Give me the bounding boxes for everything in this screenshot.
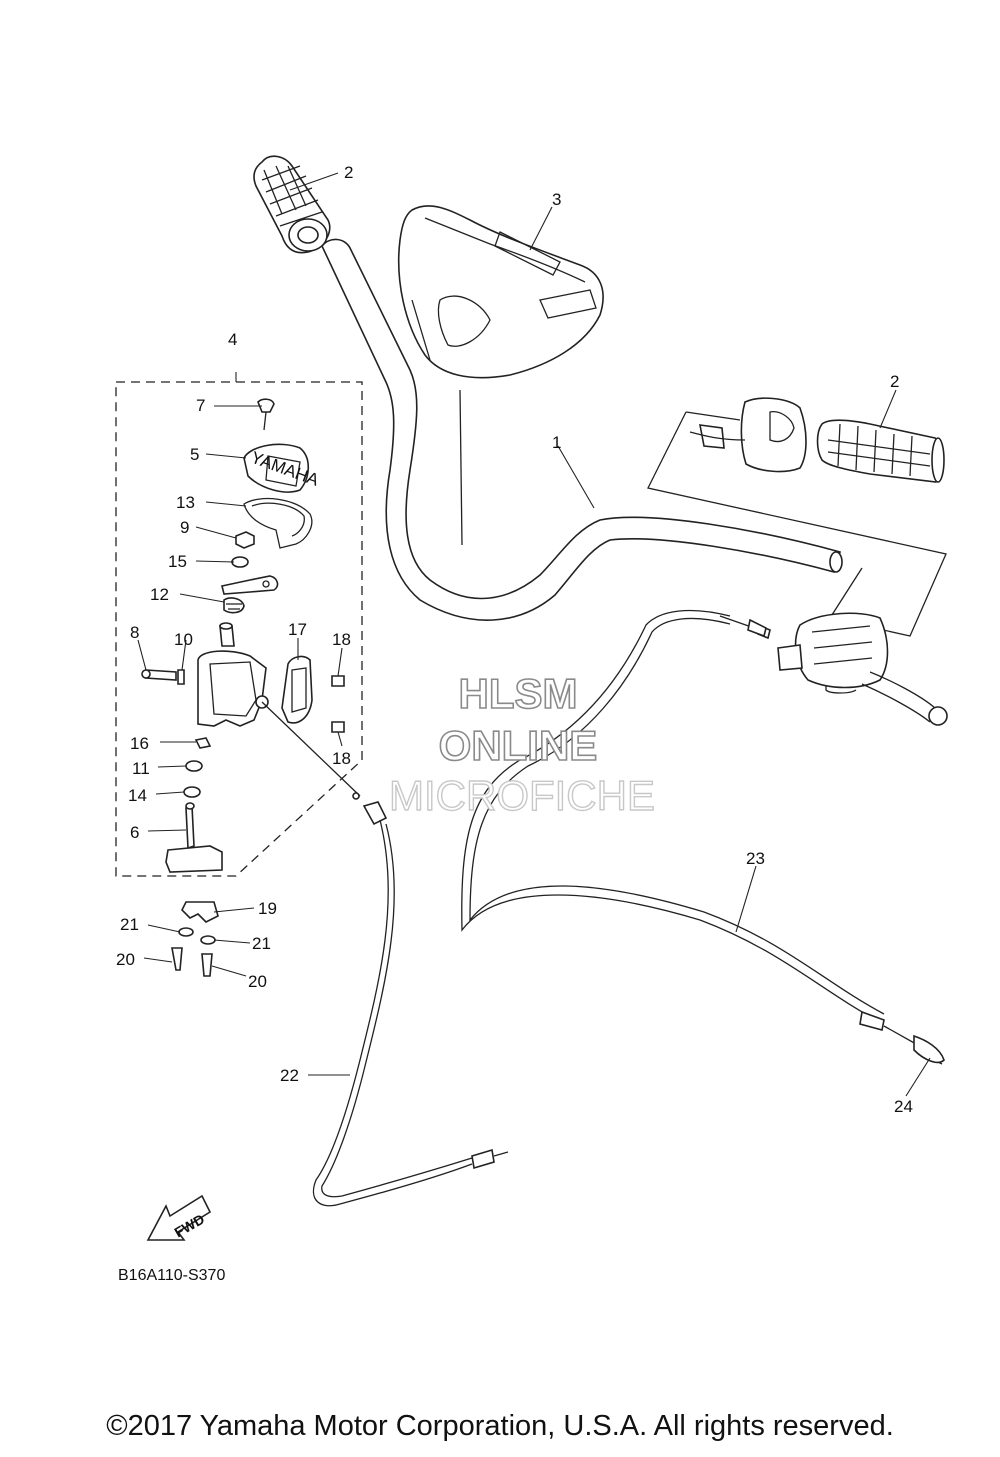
brake-lever-assembly bbox=[719, 612, 948, 726]
callout-3: 3 bbox=[552, 190, 561, 209]
callout-2-left-grip: 2 bbox=[344, 163, 353, 182]
callout-8: 8 bbox=[130, 623, 139, 642]
callout-18-lower: 18 bbox=[332, 749, 351, 768]
clamp-parts bbox=[171, 901, 219, 977]
diagram-code: B16A110-S370 bbox=[118, 1267, 225, 1284]
callout-7: 7 bbox=[196, 396, 205, 415]
callout-22: 22 bbox=[280, 1066, 299, 1085]
left-grip bbox=[253, 155, 331, 254]
throttle-housing-parts: YAMAHA bbox=[141, 398, 345, 873]
callout-18-upper: 18 bbox=[332, 630, 351, 649]
handlebar-cover bbox=[397, 205, 604, 379]
callout-2-right-grip: 2 bbox=[890, 372, 899, 391]
callout-21-right: 21 bbox=[252, 934, 271, 953]
watermark-line1: HLSM bbox=[459, 670, 578, 717]
leader-lines bbox=[137, 172, 931, 1097]
callout-15: 15 bbox=[168, 552, 187, 571]
callout-6: 6 bbox=[130, 823, 139, 842]
callout-24: 24 bbox=[894, 1097, 913, 1116]
parts-diagram: YAMAHA bbox=[115, 155, 948, 1284]
watermark-line2: ONLINE bbox=[439, 722, 598, 769]
callout-12: 12 bbox=[150, 585, 169, 604]
watermark-line3: MICROFICHE bbox=[389, 772, 655, 819]
fwd-arrow-icon: FWD bbox=[146, 1194, 212, 1241]
callout-21-left: 21 bbox=[120, 915, 139, 934]
brake-cable bbox=[461, 609, 945, 1065]
right-switch-inset bbox=[647, 397, 947, 637]
callout-19: 19 bbox=[258, 899, 277, 918]
callout-10: 10 bbox=[174, 630, 193, 649]
callout-13: 13 bbox=[176, 493, 195, 512]
callout-11: 11 bbox=[132, 759, 150, 778]
assembly-4-box bbox=[115, 381, 363, 877]
right-grip bbox=[816, 419, 945, 483]
copyright-notice: ©2017 Yamaha Motor Corporation, U.S.A. A… bbox=[106, 1410, 894, 1442]
callout-1: 1 bbox=[552, 433, 561, 452]
callout-17: 17 bbox=[288, 620, 307, 639]
callout-numbers: 1 2 2 3 4 5 6 7 8 9 10 11 12 13 14 15 16… bbox=[116, 163, 913, 1116]
throttle-cable bbox=[261, 701, 509, 1207]
callout-23: 23 bbox=[746, 849, 765, 868]
callout-20-left: 20 bbox=[116, 950, 135, 969]
callout-14: 14 bbox=[128, 786, 147, 805]
callout-4: 4 bbox=[228, 330, 237, 349]
callout-9: 9 bbox=[180, 518, 189, 537]
callout-20-right: 20 bbox=[248, 972, 267, 991]
callout-16: 16 bbox=[130, 734, 149, 753]
watermark: HLSM ONLINE MICROFICHE bbox=[388, 669, 655, 820]
callout-5: 5 bbox=[190, 445, 199, 464]
handlebar bbox=[321, 238, 843, 621]
